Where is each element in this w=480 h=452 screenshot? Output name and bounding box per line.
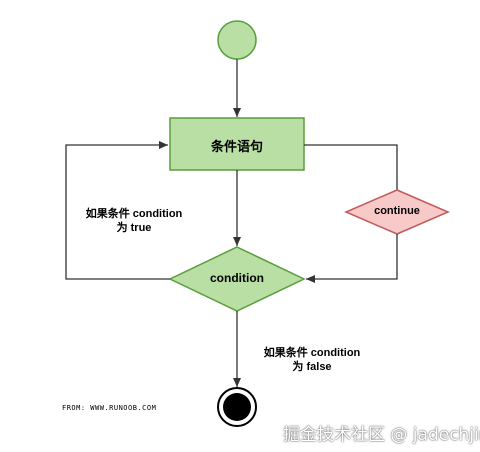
false-condition-annotation: 如果条件 condition 为 false xyxy=(250,346,374,374)
continue-label: continue xyxy=(374,205,420,217)
start-node xyxy=(217,20,257,60)
process-label: 条件语句 xyxy=(210,139,263,154)
edge-continue-to-decision xyxy=(306,234,398,283)
watermark: 掘金技术社区 @ jadechjin xyxy=(283,425,480,445)
edge-true-loop xyxy=(65,141,170,280)
true-condition-line1: 如果条件 condition xyxy=(85,208,183,220)
decision-label: condition xyxy=(210,271,264,285)
edge-process-to-continue xyxy=(304,144,398,190)
end-node-inner xyxy=(223,393,251,421)
false-condition-line2: 为 false xyxy=(292,361,332,373)
true-condition-line2: 为 true xyxy=(116,222,152,234)
source-credit: FROM: WWW.RUNOOB.COM xyxy=(62,404,157,412)
false-condition-line1: 如果条件 condition xyxy=(263,347,361,359)
true-condition-annotation: 如果条件 condition 为 true xyxy=(72,207,196,235)
process-box xyxy=(169,117,305,171)
